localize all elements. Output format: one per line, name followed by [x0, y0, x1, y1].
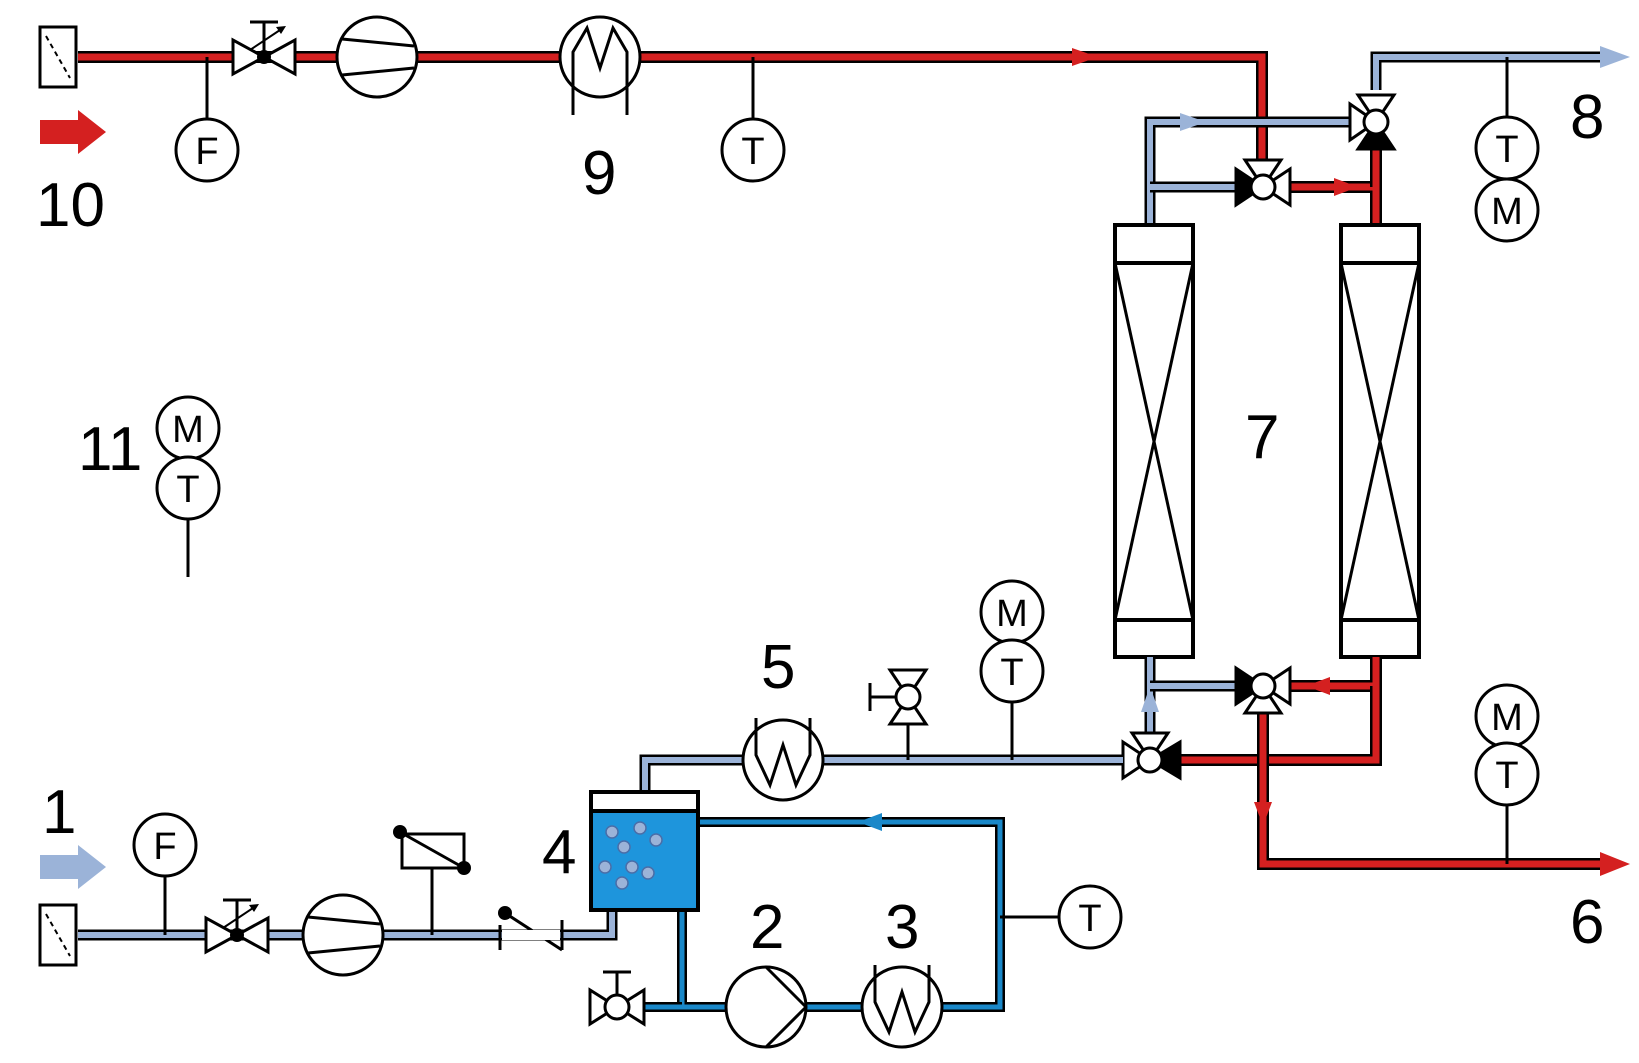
three-way-valve-bottom-right-icon	[1234, 665, 1292, 715]
air-inlet-filter-icon	[38, 903, 78, 967]
svg-text:T: T	[176, 469, 199, 511]
adsorption-column-left	[1113, 223, 1195, 659]
water-heater-icon	[860, 965, 944, 1049]
label-3: 3	[885, 893, 919, 962]
humid-air-line	[639, 754, 1123, 797]
hot-air-line	[78, 48, 1268, 185]
svg-text:T: T	[1000, 652, 1023, 694]
air-heater-icon	[558, 15, 642, 115]
temperature-sensor-humid-line: T	[979, 638, 1045, 704]
control-valve-icon	[231, 20, 297, 77]
adsorption-column-right	[1339, 223, 1421, 659]
label-11: 11	[78, 415, 142, 484]
svg-text:M: M	[1491, 697, 1523, 739]
moisture-sensor-outlet-6: M	[1474, 683, 1540, 749]
humidifier-saturator-tank	[589, 790, 700, 912]
svg-text:M: M	[1491, 191, 1523, 233]
pressure-regulator-icon	[393, 825, 471, 875]
svg-text:T: T	[741, 131, 764, 173]
air-inlet-arrow-icon	[40, 845, 106, 889]
moisture-sensor-outlet-8: M	[1474, 177, 1540, 243]
temperature-sensor-outlet-6: T	[1474, 741, 1540, 807]
temperature-sensor-outlet-8: T	[1474, 115, 1540, 181]
svg-text:M: M	[996, 593, 1028, 635]
moisture-sensor-humid-line: M	[979, 579, 1045, 645]
temperature-sensor-heater-outlet: T	[720, 117, 786, 183]
hot-air-inlet-arrow-icon	[40, 110, 106, 154]
svg-text:M: M	[172, 409, 204, 451]
label-1: 1	[42, 778, 76, 847]
control-valve-bottom-icon	[204, 898, 270, 955]
hot-air-inlet-filter-icon	[38, 25, 78, 89]
check-valve-icon	[498, 906, 564, 952]
label-4: 4	[542, 818, 576, 887]
three-way-valve-top-left-icon	[1234, 158, 1292, 208]
water-circuit-line	[642, 813, 1005, 1012]
temperature-sensor-ambient: T	[155, 455, 221, 521]
flow-sensor-water-inlet: F	[132, 812, 198, 878]
svg-text:T: T	[1078, 898, 1101, 940]
humid-air-heater-icon	[741, 718, 825, 802]
moisture-sensor-ambient: M	[155, 395, 221, 461]
svg-text:T: T	[1495, 129, 1518, 171]
air-blower-icon	[335, 15, 419, 99]
svg-text:F: F	[153, 826, 176, 868]
column-bottom-manifold	[1141, 657, 1630, 876]
three-way-valve-top-right-icon	[1348, 93, 1397, 151]
label-10: 10	[36, 171, 105, 240]
label-5: 5	[761, 633, 795, 702]
water-pump-icon	[724, 965, 808, 1049]
air-compressor-icon	[301, 893, 385, 977]
svg-text:F: F	[195, 131, 218, 173]
label-6: 6	[1570, 888, 1604, 957]
drain-valve-icon	[588, 970, 646, 1027]
label-8: 8	[1570, 83, 1604, 152]
label-7: 7	[1245, 403, 1279, 472]
column-top-manifold	[1144, 46, 1630, 225]
sampling-valve-icon	[868, 668, 929, 726]
label-9: 9	[582, 139, 616, 208]
svg-text:T: T	[1495, 755, 1518, 797]
temperature-sensor-water: T	[1057, 884, 1123, 950]
flow-sensor-air-inlet: F	[174, 117, 240, 183]
label-2: 2	[750, 893, 784, 962]
three-way-valve-bottom-left-icon	[1121, 731, 1182, 781]
